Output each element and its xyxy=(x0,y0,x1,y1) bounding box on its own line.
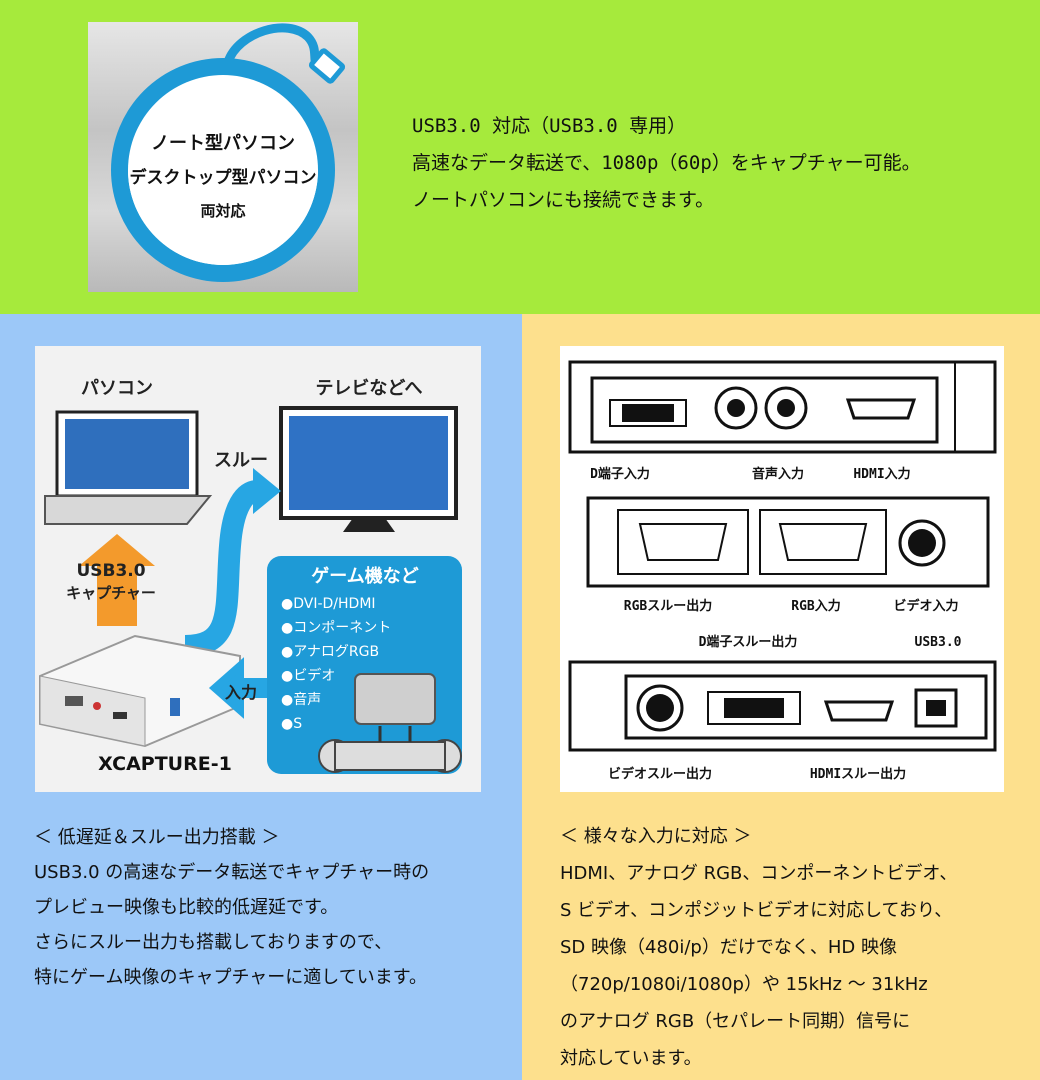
thru-arrow-icon xyxy=(184,480,259,657)
game-item-1: ●DVI-D/HDMI xyxy=(281,596,376,612)
middle-panel xyxy=(586,496,990,588)
badge-graphic: 外付けモデル ノート型パソコン デスクトップ型パソコン 両対応 xyxy=(111,23,346,282)
badge-line3: 両対応 xyxy=(200,202,245,220)
left-desc-line-1: USB3.0 の高速なデータ転送でキャプチャー時の xyxy=(34,862,430,883)
rear-panel xyxy=(568,660,997,752)
usb-plug-icon xyxy=(308,48,346,84)
ports-diagram: D端子入力 音声入力 HDMI入力 RGBスルー出力 RGB入力 ビデオ入力 D… xyxy=(560,346,1004,792)
right-desc-line-1: HDMI、アナログ RGB、コンポーネントビデオ、 xyxy=(560,863,958,884)
badge-line1: ノート型パソコン xyxy=(151,132,295,154)
xcapture-device-icon xyxy=(39,634,241,748)
hdmi-in-label: HDMI入力 xyxy=(853,466,910,482)
audio-in-label: 音声入力 xyxy=(752,466,804,482)
rgb-thru-label: RGBスルー出力 xyxy=(624,598,712,614)
front-panel xyxy=(568,360,997,454)
top-line-1: USB3.0 対応（USB3.0 専用） xyxy=(412,115,687,137)
connection-diagram: パソコン テレビなどへ スルー USB3.0 キャプチャー XCAPTURE-1… xyxy=(35,346,481,792)
usb-label-1: USB3.0 xyxy=(76,561,145,581)
thru-label: スルー xyxy=(214,450,268,471)
game-title: ゲーム機など xyxy=(311,565,418,587)
usb-capture-arrow-icon xyxy=(79,534,155,626)
input-support-description: ＜ 様々な入力に対応 ＞ HDMI、アナログ RGB、コンポーネントビデオ、 S… xyxy=(560,818,957,1077)
tv-icon xyxy=(279,406,458,532)
left-desc-line-3: さらにスルー出力も搭載しておりますので、 xyxy=(34,932,393,953)
right-desc-line-3: SD 映像（480i/p）だけでなく、HD 映像 xyxy=(560,937,897,958)
d-in-label: D端子入力 xyxy=(590,466,650,482)
laptop-icon xyxy=(44,410,213,525)
d-thru-label: D端子スルー出力 xyxy=(699,634,798,650)
game-item-3: ●アナログRGB xyxy=(281,644,379,660)
game-item-6: ●S xyxy=(281,716,302,732)
right-desc-line-6: 対応しています。 xyxy=(560,1048,702,1069)
left-desc-title: ＜ 低遅延＆スルー出力搭載 ＞ xyxy=(34,827,280,848)
hdmi-thru-port-icon xyxy=(823,700,895,722)
tv-label: テレビなどへ xyxy=(315,378,422,399)
pc-label: パソコン xyxy=(81,378,153,399)
game-item-4: ●ビデオ xyxy=(281,667,335,684)
game-item-5: ●音声 xyxy=(281,691,321,708)
device-name: XCAPTURE-1 xyxy=(98,753,232,775)
external-model-badge: 外付けモデル ノート型パソコン デスクトップ型パソコン 両対応 xyxy=(88,22,358,292)
hdmi-in-port-icon xyxy=(845,398,917,420)
right-desc-line-5: のアナログ RGB（セパレート同期）信号に xyxy=(560,1011,911,1032)
video-in-label: ビデオ入力 xyxy=(893,598,958,614)
usb-label-2: キャプチャー xyxy=(66,584,156,602)
top-line-3: ノートパソコンにも接続できます。 xyxy=(412,189,715,211)
video-thru-label: ビデオスルー出力 xyxy=(608,766,712,782)
top-section: 外付けモデル ノート型パソコン デスクトップ型パソコン 両対応 USB3.0 対… xyxy=(0,0,1040,314)
game-item-2: ●コンポーネント xyxy=(281,620,391,636)
input-label: 入力 xyxy=(225,683,257,702)
game-controller-icon xyxy=(318,673,462,773)
left-desc-line-4: 特にゲーム映像のキャプチャーに適しています。 xyxy=(34,967,427,988)
rgb-in-label: RGB入力 xyxy=(791,598,840,614)
low-latency-description: ＜ 低遅延＆スルー出力搭載 ＞ USB3.0 の高速なデータ転送でキャプチャー時… xyxy=(34,820,429,995)
left-desc-line-2: プレビュー映像も比較的低遅延です。 xyxy=(34,897,339,918)
hdmi-thru-label: HDMIスルー出力 xyxy=(810,766,906,782)
usb-label: USB3.0 xyxy=(915,635,962,650)
badge-header: 外付けモデル xyxy=(172,90,274,111)
right-desc-line-2: S ビデオ、コンポジットビデオに対応しており、 xyxy=(560,900,953,921)
right-desc-line-4: （720p/1080i/1080p）や 15kHz ～ 31kHz xyxy=(560,974,928,995)
right-desc-title: ＜ 様々な入力に対応 ＞ xyxy=(560,826,752,847)
top-description: USB3.0 対応（USB3.0 専用） 高速なデータ転送で、1080p（60p… xyxy=(412,108,921,219)
badge-line2: デスクトップ型パソコン xyxy=(130,167,317,188)
top-line-2: 高速なデータ転送で、1080p（60p）をキャプチャー可能。 xyxy=(412,152,921,174)
